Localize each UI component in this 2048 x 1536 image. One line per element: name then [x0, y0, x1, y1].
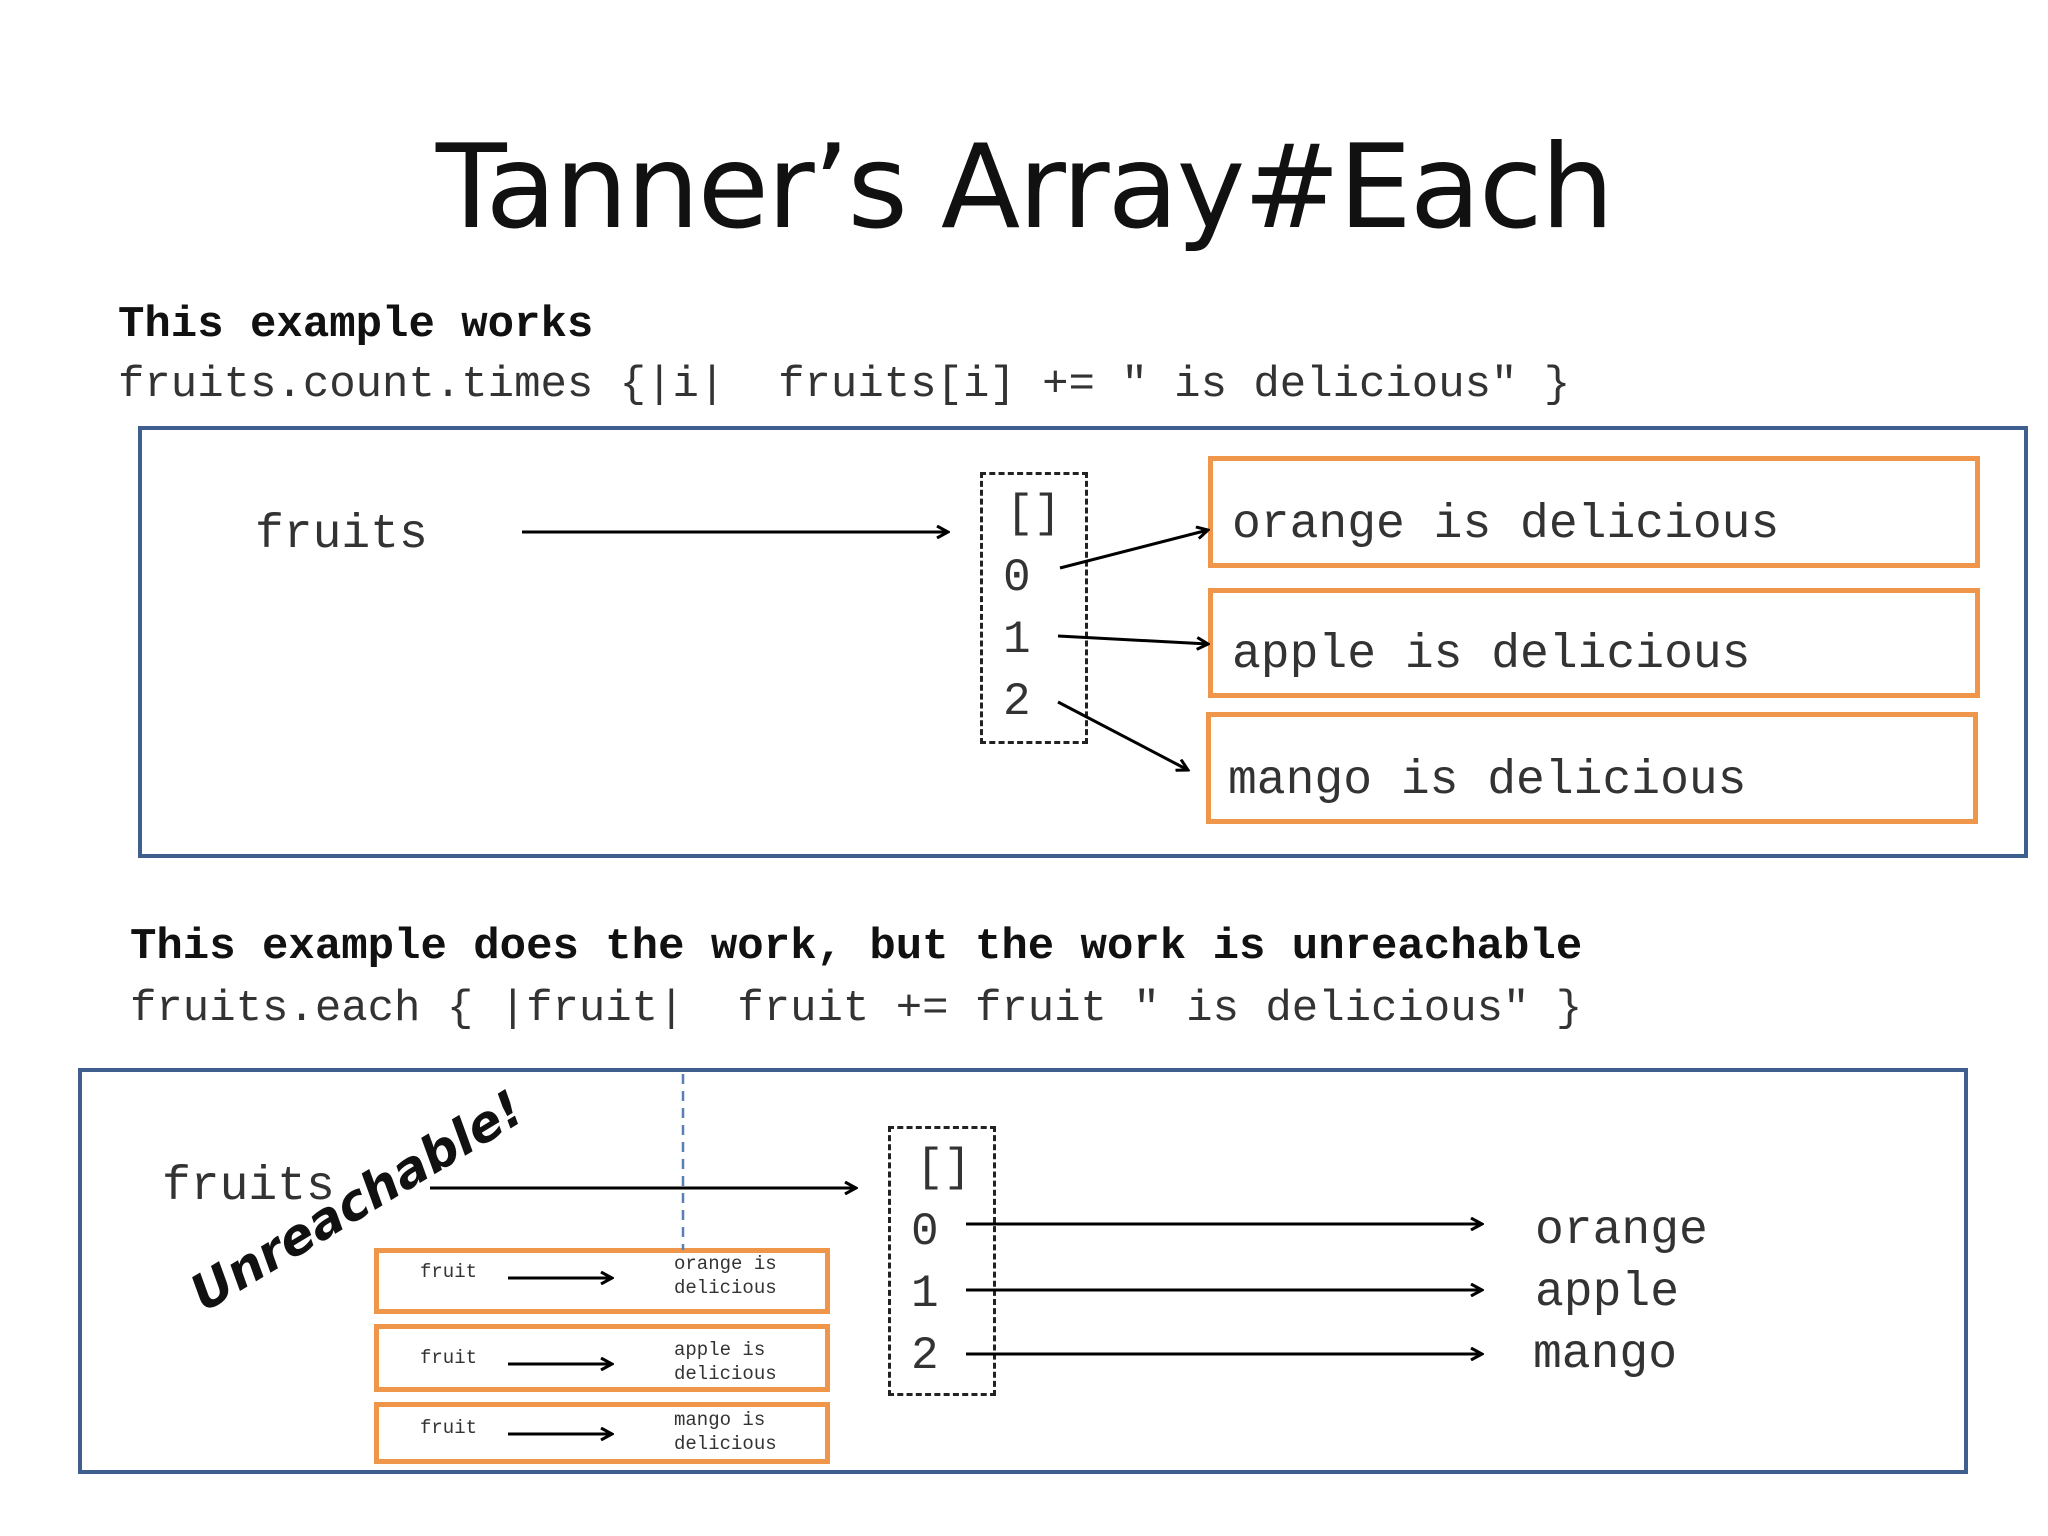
example1-array-label: [] — [1006, 488, 1062, 540]
example2-variable: fruits — [162, 1160, 335, 1214]
example1-array-box — [980, 472, 1088, 744]
example1-index-2: 2 — [1003, 676, 1031, 728]
block-value-0: orange is delicious — [674, 1253, 777, 1299]
slide-title: Tanner’s Array#Each — [435, 120, 1614, 255]
block-var-label: fruit — [420, 1261, 478, 1283]
example1-value-1: apple is delicious — [1232, 628, 1751, 682]
block-value-2: mango is delicious — [674, 1409, 777, 1455]
example2-value-2: mango — [1533, 1328, 1678, 1382]
example1-value-0: orange is delicious — [1232, 498, 1780, 552]
block-value-1: apple is delicious — [674, 1339, 777, 1385]
example2-panel — [78, 1068, 1968, 1474]
block-var-label: fruit — [420, 1417, 478, 1439]
example2-value-0: orange — [1535, 1204, 1708, 1258]
example2-array-box — [888, 1126, 996, 1396]
arrow-index1 — [1057, 634, 1208, 644]
example2-value-1: apple — [1535, 1266, 1680, 1320]
example1-value-box — [1208, 456, 1980, 568]
example1-value-box — [1208, 588, 1980, 698]
example1-value-box — [1206, 712, 1978, 824]
example1-panel — [138, 426, 2028, 858]
example2-heading: This example does the work, but the work… — [130, 922, 1583, 972]
example1-index-0: 0 — [1003, 552, 1031, 604]
example1-value-2: mango is delicious — [1228, 754, 1747, 808]
example2-index-0: 0 — [911, 1206, 939, 1258]
example2-index-2: 2 — [911, 1330, 939, 1382]
example1-heading: This example works — [118, 300, 594, 350]
example1-code: fruits.count.times {|i| fruits[i] += " i… — [118, 360, 1571, 410]
arrow-index2 — [1057, 700, 1188, 770]
block-var-box — [374, 1324, 830, 1392]
arrow-index0 — [1059, 530, 1208, 570]
example1-variable: fruits — [255, 508, 428, 562]
block-var-label: fruit — [420, 1347, 478, 1369]
example2-array-label: [] — [916, 1142, 972, 1194]
example2-index-1: 1 — [911, 1268, 939, 1320]
example2-code: fruits.each { |fruit| fruit += fruit " i… — [130, 984, 1583, 1034]
example1-index-1: 1 — [1003, 614, 1031, 666]
